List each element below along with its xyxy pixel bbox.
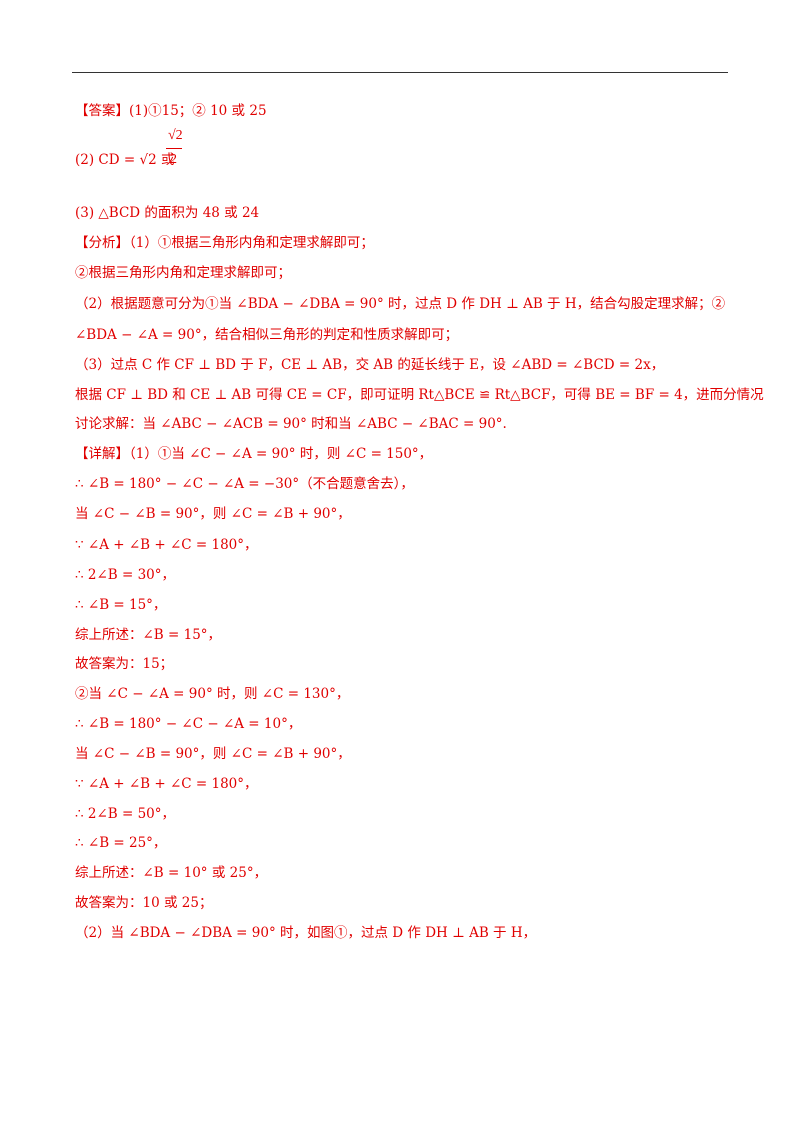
solution-line: （2）当 ∠BDA − ∠DBA = 90° 时，如图①，过点 D 作 DH ⊥… [75, 925, 537, 941]
solution-line: ∠BDA − ∠A = 90°，结合相似三角形的判定和性质求解即可； [75, 327, 459, 343]
solution-line: 【分析】（1）①根据三角形内角和定理求解即可； [75, 235, 374, 251]
fraction-bar [166, 148, 182, 149]
solution-line: 当 ∠C − ∠B = 90°，则 ∠C = ∠B + 90°， [75, 746, 351, 762]
solution-line: 根据 CF ⊥ BD 和 CE ⊥ AB 可得 CE = CF，即可证明 Rt△… [75, 387, 764, 403]
solution-line: 【详解】（1）①当 ∠C − ∠A = 90° 时，则 ∠C = 150°， [75, 446, 433, 462]
solution-line: ∴ ∠B = 180° − ∠C − ∠A = 10°， [75, 716, 302, 732]
solution-line: 故答案为：10 或 25； [75, 895, 213, 911]
solution-line: ∴ ∠B = 25°， [75, 835, 167, 851]
solution-line: ∵ ∠A + ∠B + ∠C = 180°， [75, 537, 258, 553]
solution-line: (2) CD = √2 或 [75, 152, 175, 168]
solution-line: 当 ∠C − ∠B = 90°，则 ∠C = ∠B + 90°， [75, 506, 351, 522]
solution-line: 故答案为：15； [75, 656, 174, 672]
fraction-denominator: 2 [170, 152, 177, 167]
header-rule [72, 72, 728, 73]
solution-line: ②当 ∠C − ∠A = 90° 时，则 ∠C = 130°， [75, 686, 350, 702]
solution-line: ∴ ∠B = 15°， [75, 597, 167, 613]
solution-line: ∴ ∠B = 180° − ∠C − ∠A = −30°（不合题意舍去）， [75, 476, 414, 492]
solution-line: （3）过点 C 作 CF ⊥ BD 于 F，CE ⊥ AB，交 AB 的延长线于… [75, 357, 665, 373]
solution-line: ∵ ∠A + ∠B + ∠C = 180°， [75, 776, 258, 792]
solution-line: 综上所述：∠B = 10° 或 25°， [75, 865, 268, 881]
fraction-numerator: √2 [168, 128, 183, 143]
solution-line: (3) △BCD 的面积为 48 或 24 [75, 205, 260, 221]
solution-line: 讨论求解：当 ∠ABC − ∠ACB = 90° 时和当 ∠ABC − ∠BAC… [75, 416, 507, 432]
solution-line: 【答案】(1)①15；② 10 或 25 [75, 103, 267, 119]
solution-line: ∴ 2∠B = 30°， [75, 567, 176, 583]
solution-line: 综上所述：∠B = 15°， [75, 627, 222, 643]
solution-line: ∴ 2∠B = 50°， [75, 806, 176, 822]
solution-line: ②根据三角形内角和定理求解即可； [75, 265, 291, 281]
solution-line: （2）根据题意可分为①当 ∠BDA − ∠DBA = 90° 时，过点 D 作 … [75, 296, 726, 312]
